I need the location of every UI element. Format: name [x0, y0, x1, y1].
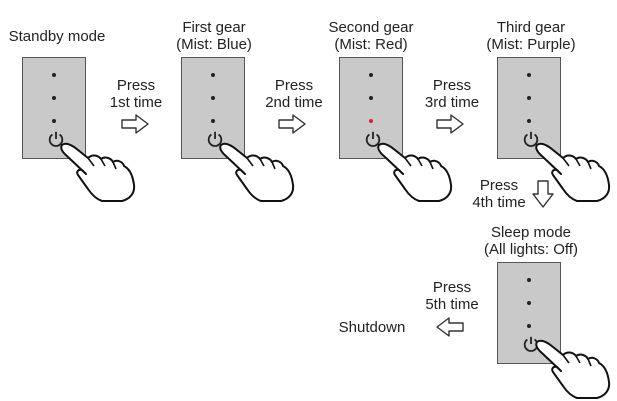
power-icon[interactable] [364, 130, 382, 148]
control-panel-third-gear [497, 57, 561, 159]
step-label-5: Press 5th time [425, 279, 479, 313]
right-arrow-icon [436, 114, 464, 134]
pointing-hand-icon [535, 142, 611, 202]
state-title-sleep-mode: Sleep mode (All lights: Off) [484, 224, 578, 258]
indicator-light-3 [211, 119, 215, 123]
indicator-light-2 [369, 96, 373, 100]
step-label-2: Press 2nd time [265, 77, 323, 111]
end-state-shutdown: Shutdown [338, 319, 406, 336]
pointing-hand-icon [60, 142, 136, 202]
power-icon[interactable] [206, 130, 224, 148]
indicator-light-1 [211, 73, 215, 77]
right-arrow-icon [278, 114, 306, 134]
power-icon[interactable] [47, 130, 65, 148]
state-title-first-gear: First gear (Mist: Blue) [176, 19, 252, 53]
left-arrow-icon [436, 317, 464, 337]
pointing-hand-icon [219, 142, 295, 202]
right-arrow-icon [121, 114, 149, 134]
indicator-light-3 [52, 119, 56, 123]
pointing-hand-icon [535, 339, 611, 399]
indicator-light-1 [52, 73, 56, 77]
indicator-light-3 [527, 119, 531, 123]
control-panel-standby [22, 57, 86, 159]
indicator-light-3 [527, 324, 531, 328]
step-label-3: Press 3rd time [424, 77, 480, 111]
state-title-third-gear: Third gear (Mist: Purple) [486, 19, 576, 53]
control-panel-first-gear [181, 57, 245, 159]
step-label-4: Press 4th time [472, 177, 526, 211]
indicator-light-1 [369, 73, 373, 77]
indicator-light-2 [211, 96, 215, 100]
indicator-light-1 [527, 73, 531, 77]
state-title-standby: Standby mode [8, 28, 106, 45]
indicator-light-1 [527, 278, 531, 282]
power-icon[interactable] [522, 130, 540, 148]
step-label-1: Press 1st time [109, 77, 163, 111]
down-arrow-icon [532, 180, 554, 208]
indicator-light-2 [527, 301, 531, 305]
pointing-hand-icon [377, 142, 453, 202]
indicator-light-3-red [369, 119, 373, 123]
state-title-second-gear: Second gear (Mist: Red) [328, 19, 414, 53]
indicator-light-2 [527, 96, 531, 100]
control-panel-second-gear [339, 57, 403, 159]
indicator-light-2 [52, 96, 56, 100]
